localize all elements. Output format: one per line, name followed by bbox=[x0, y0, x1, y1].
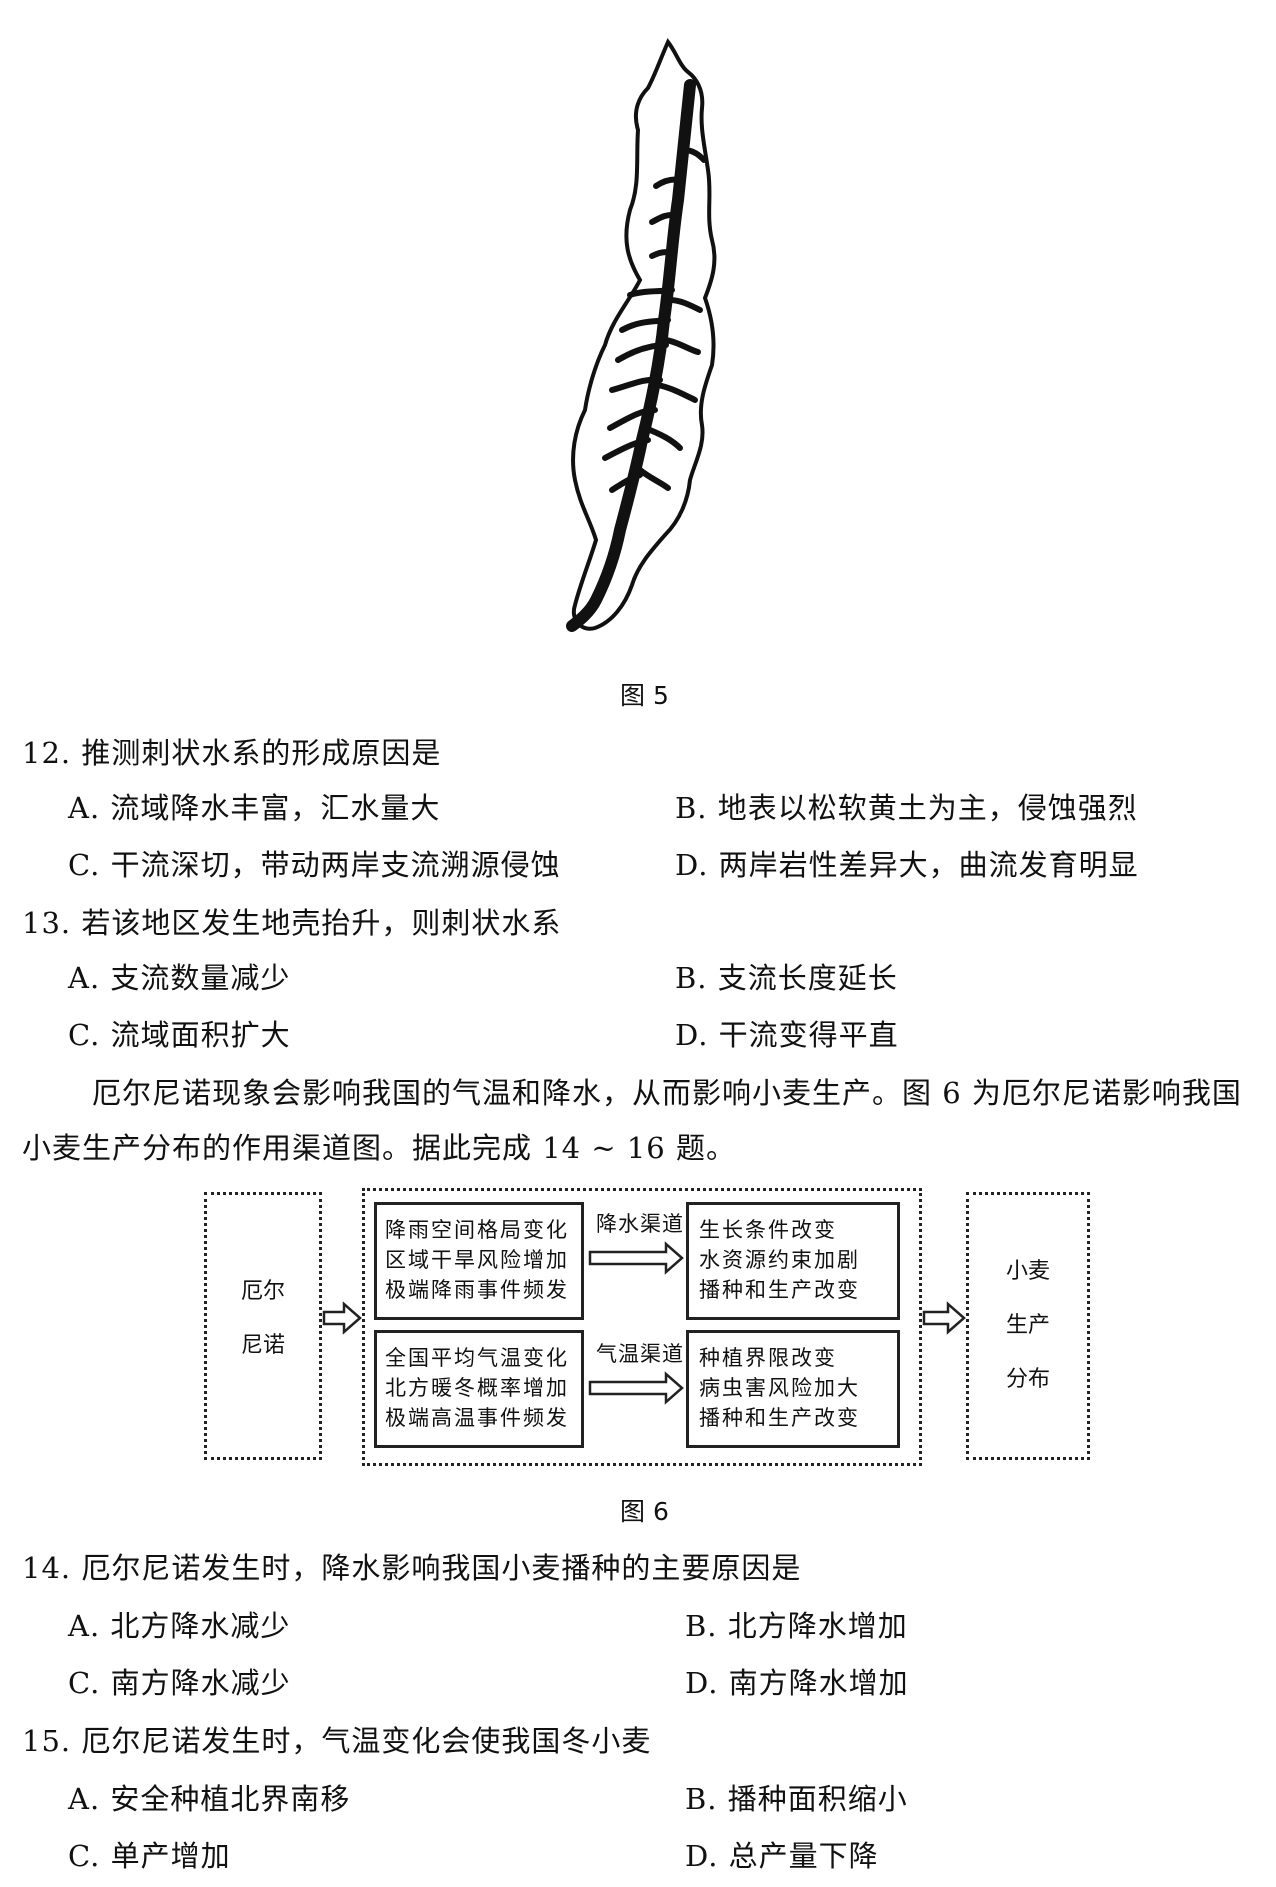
q12-stem: 12. 推测刺状水系的形成原因是 bbox=[22, 736, 442, 770]
q15-option-b[interactable]: B. 播种面积缩小 bbox=[685, 1782, 908, 1816]
growth-effect-3: 播种和生产改变 bbox=[699, 1278, 860, 1302]
rain-channel-arrow bbox=[588, 1241, 684, 1275]
temp-channel-arrow bbox=[588, 1371, 684, 1405]
temp-effect-3: 极端高温事件频发 bbox=[385, 1406, 569, 1430]
wheat-label-1: 小麦 bbox=[1005, 1259, 1050, 1284]
q12-option-b[interactable]: B. 地表以松软黄土为主，侵蚀强烈 bbox=[675, 791, 1138, 825]
q15-stem: 15. 厄尔尼诺发生时，气温变化会使我国冬小麦 bbox=[22, 1724, 652, 1758]
intro-line2: 小麦生产分布的作用渠道图。据此完成 14 ~ 16 题。 bbox=[22, 1131, 736, 1165]
rain-effect-3: 极端降雨事件频发 bbox=[385, 1278, 569, 1302]
q12-option-c[interactable]: C. 干流深切，带动两岸支流溯源侵蚀 bbox=[68, 848, 561, 882]
el-nino-label-2: 尼诺 bbox=[240, 1333, 285, 1358]
temp-effect-1: 全国平均气温变化 bbox=[385, 1346, 569, 1370]
q14-option-c[interactable]: C. 南方降水减少 bbox=[68, 1666, 291, 1700]
planting-effect-3: 播种和生产改变 bbox=[699, 1406, 860, 1430]
q13-option-b[interactable]: B. 支流长度延长 bbox=[675, 961, 898, 995]
wheat-distribution-box: 小麦 生产 分布 bbox=[966, 1192, 1090, 1460]
q15-option-d[interactable]: D. 总产量下降 bbox=[685, 1839, 879, 1873]
basin-outline bbox=[571, 38, 717, 631]
q14-option-d[interactable]: D. 南方降水增加 bbox=[685, 1666, 909, 1700]
q14-stem: 14. 厄尔尼诺发生时，降水影响我国小麦播种的主要原因是 bbox=[22, 1551, 802, 1585]
planting-limits-box: 种植界限改变 病虫害风险加大 播种和生产改变 bbox=[686, 1330, 900, 1448]
growth-effect-1: 生长条件改变 bbox=[699, 1218, 837, 1242]
arrow-to-channels bbox=[322, 1301, 362, 1335]
arrow-to-wheat bbox=[922, 1301, 966, 1335]
q12-option-d[interactable]: D. 两岸岩性差异大，曲流发育明显 bbox=[675, 848, 1139, 882]
tributaries bbox=[602, 147, 707, 493]
q14-option-a[interactable]: A. 北方降水减少 bbox=[68, 1609, 291, 1643]
temp-channel-label: 气温渠道 bbox=[596, 1342, 684, 1366]
planting-effect-1: 种植界限改变 bbox=[699, 1346, 837, 1370]
rain-channel-label: 降水渠道 bbox=[596, 1212, 684, 1236]
q15-option-c[interactable]: C. 单产增加 bbox=[68, 1839, 231, 1873]
figure5-caption: 图 5 bbox=[620, 681, 669, 710]
q13-stem: 13. 若该地区发生地壳抬升，则刺状水系 bbox=[22, 906, 562, 940]
q15-option-a[interactable]: A. 安全种植北界南移 bbox=[68, 1782, 351, 1816]
wheat-label-2: 生产 bbox=[1005, 1313, 1050, 1338]
channels-container bbox=[362, 1188, 922, 1466]
q13-option-d[interactable]: D. 干流变得平直 bbox=[675, 1018, 899, 1052]
growth-effect-2: 水资源约束加剧 bbox=[699, 1248, 860, 1272]
figure5-river-map bbox=[566, 38, 717, 632]
q13-option-a[interactable]: A. 支流数量减少 bbox=[68, 961, 291, 995]
q12-option-a[interactable]: A. 流域降水丰富，汇水量大 bbox=[68, 791, 441, 825]
temperature-effects-box: 全国平均气温变化 北方暖冬概率增加 极端高温事件频发 bbox=[374, 1330, 584, 1448]
el-nino-box: 厄尔 尼诺 bbox=[204, 1192, 322, 1460]
q13-option-c[interactable]: C. 流域面积扩大 bbox=[68, 1018, 291, 1052]
wheat-label-3: 分布 bbox=[1005, 1367, 1050, 1392]
figure6-diagram: 厄尔 尼诺 降雨空间格局变化 区域干旱风险增加 极端降雨事件频发 降水渠道 生长… bbox=[196, 1180, 1096, 1470]
figure6-caption: 图 6 bbox=[620, 1497, 669, 1526]
main-river bbox=[566, 79, 696, 632]
temp-effect-2: 北方暖冬概率增加 bbox=[385, 1376, 569, 1400]
planting-effect-2: 病虫害风险加大 bbox=[699, 1376, 860, 1400]
rain-effect-2: 区域干旱风险增加 bbox=[385, 1248, 569, 1272]
intro-line1: 厄尔尼诺现象会影响我国的气温和降水，从而影响小麦生产。图 6 为厄尔尼诺影响我国 bbox=[92, 1076, 1242, 1110]
rain-effect-1: 降雨空间格局变化 bbox=[385, 1218, 569, 1242]
growth-conditions-box: 生长条件改变 水资源约束加剧 播种和生产改变 bbox=[686, 1202, 900, 1320]
q14-option-b[interactable]: B. 北方降水增加 bbox=[685, 1609, 908, 1643]
rain-effects-box: 降雨空间格局变化 区域干旱风险增加 极端降雨事件频发 bbox=[374, 1202, 584, 1320]
el-nino-label-1: 厄尔 bbox=[240, 1279, 285, 1304]
